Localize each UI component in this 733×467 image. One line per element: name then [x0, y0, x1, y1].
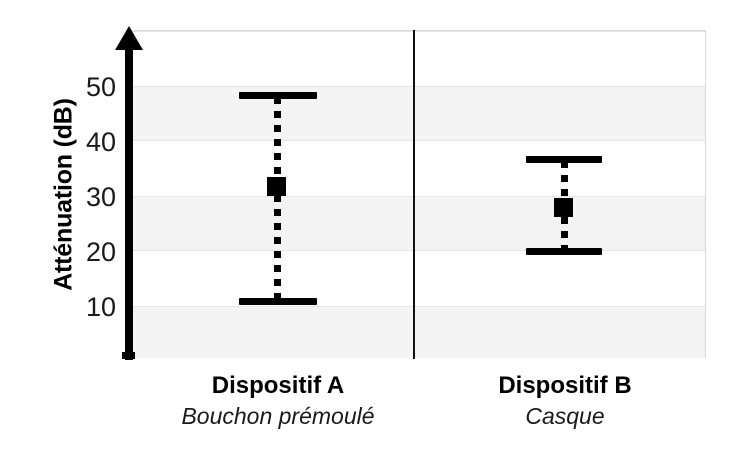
- mean-marker-a: [267, 177, 286, 196]
- y-tick-label-10: 10: [85, 292, 116, 322]
- category-name-b: Dispositif B: [498, 372, 632, 399]
- y-tick-label-50: 50: [85, 72, 116, 102]
- errorbar-upper-cap-b: [526, 156, 602, 163]
- category-label-a: Dispositif A Bouchon prémoulé: [138, 371, 418, 431]
- gridline-row-0: [129, 31, 705, 32]
- category-label-b: Dispositif B Casque: [425, 371, 705, 431]
- errorbar-lower-cap-b: [526, 248, 602, 255]
- y-axis-line: [125, 44, 133, 360]
- errorbar-whisker-a: [274, 97, 281, 302]
- grid-band-1: [129, 86, 705, 141]
- errorbar-upper-cap-a: [239, 92, 317, 99]
- category-name-a: Dispositif A: [211, 372, 345, 399]
- plot-area: [129, 30, 706, 358]
- errorbar-lower-cap-a: [239, 298, 317, 305]
- grid-band-3: [129, 306, 705, 358]
- group-separator-line: [413, 30, 415, 359]
- category-sublabel-b: Casque: [525, 403, 605, 429]
- y-tick-label-40: 40: [85, 127, 116, 157]
- y-tick-label-20: 20: [85, 237, 116, 267]
- y-axis-origin-tick: [122, 352, 135, 359]
- y-tick-label-30: 30: [85, 182, 116, 212]
- category-sublabel-a: Bouchon prémoulé: [181, 403, 375, 429]
- mean-marker-b: [554, 198, 573, 217]
- grid-band-2: [129, 196, 705, 251]
